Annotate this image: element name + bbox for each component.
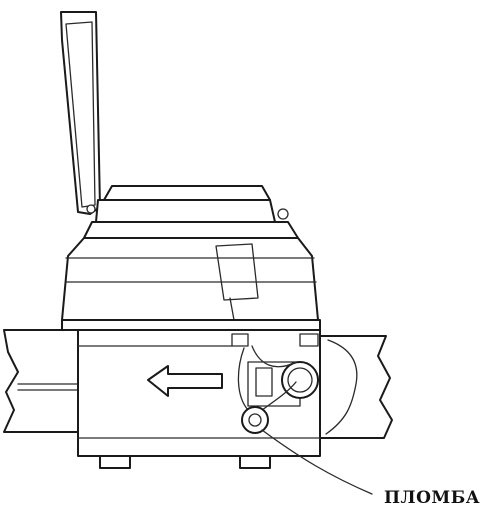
- valve-fitting: [281, 361, 319, 399]
- top-screw-icon: [277, 208, 289, 220]
- callout-leader-line: [261, 429, 373, 495]
- seal: [237, 345, 297, 434]
- meter-lid: [60, 11, 101, 215]
- seal-disc-icon: [241, 406, 269, 434]
- meter-feet: [99, 455, 271, 469]
- right-pipe: [319, 335, 393, 439]
- register-top: [83, 185, 299, 239]
- lid-hinge-icon: [86, 204, 96, 214]
- seal-callout-label: ПЛОМБА: [384, 488, 480, 508]
- register-housing: [61, 237, 321, 331]
- flow-direction-arrow-icon: [147, 365, 223, 397]
